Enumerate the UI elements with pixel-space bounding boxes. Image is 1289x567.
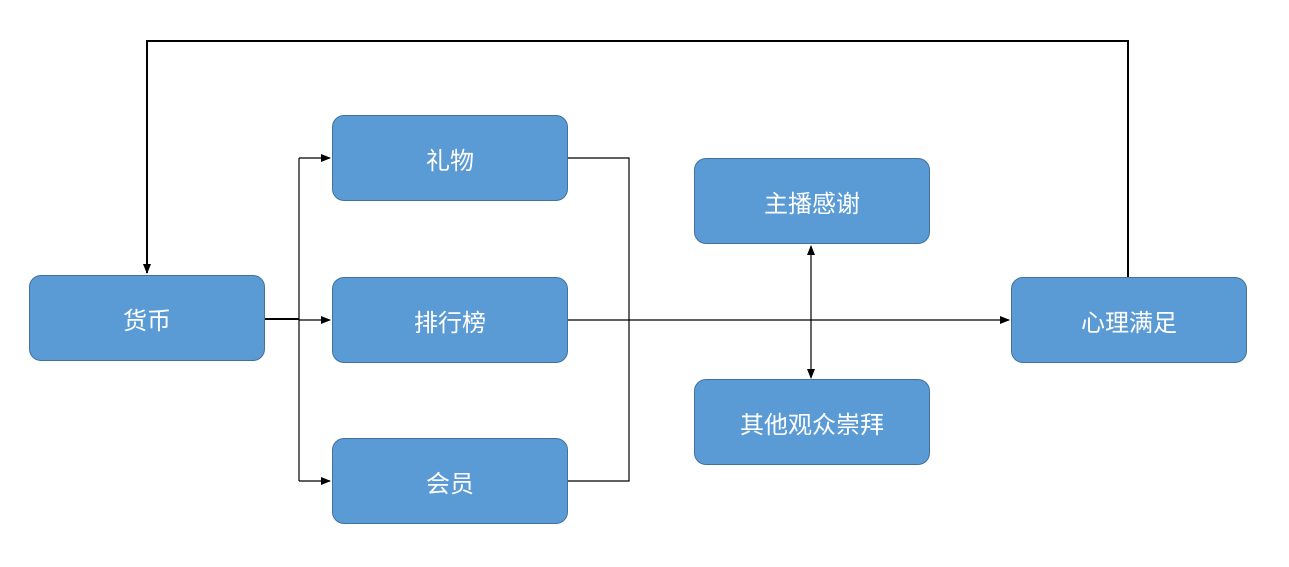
node-gift: 礼物 bbox=[332, 115, 568, 201]
node-membership: 会员 bbox=[332, 438, 568, 524]
node-ranking: 排行榜 bbox=[332, 277, 568, 363]
node-host-thanks-label: 主播感谢 bbox=[764, 189, 860, 218]
node-membership-label: 会员 bbox=[426, 469, 474, 498]
node-audience-worship: 其他观众崇拜 bbox=[694, 379, 930, 465]
edge-satisfaction-to-currency bbox=[143, 40, 1129, 277]
node-satisfaction-label: 心理满足 bbox=[1081, 308, 1177, 337]
node-currency-label: 货币 bbox=[123, 306, 171, 335]
node-audience-worship-label: 其他观众崇拜 bbox=[740, 410, 884, 439]
node-satisfaction: 心理满足 bbox=[1011, 277, 1247, 363]
node-currency: 货币 bbox=[29, 275, 265, 361]
node-host-thanks: 主播感谢 bbox=[694, 158, 930, 244]
node-gift-label: 礼物 bbox=[426, 146, 474, 175]
node-ranking-label: 排行榜 bbox=[414, 308, 486, 337]
